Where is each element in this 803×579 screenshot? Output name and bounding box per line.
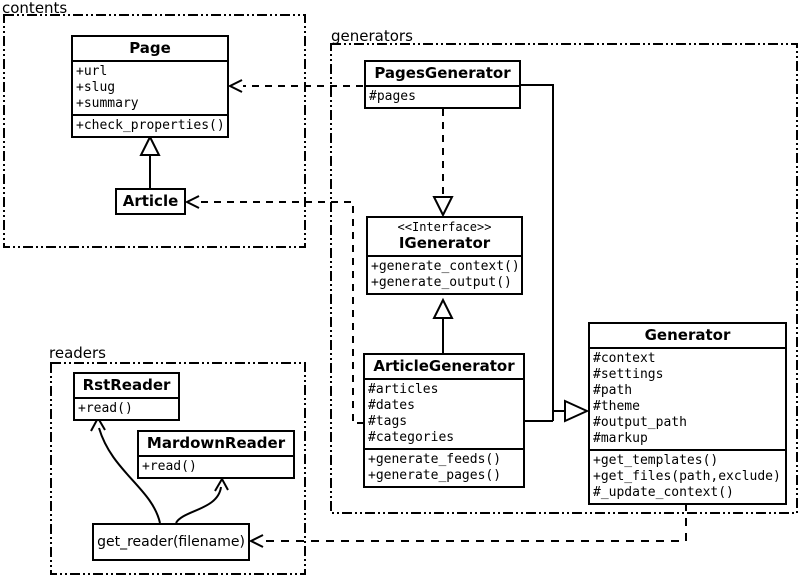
class-methods-igenerator: +generate_context() +generate_output(): [368, 255, 521, 293]
class-title-articlegenerator: ArticleGenerator: [373, 357, 515, 375]
class-member: #tags: [368, 414, 408, 429]
package-border-generators: [330, 43, 798, 514]
package-label-generators: generators: [331, 27, 413, 45]
get-reader-label: get_reader(filename): [97, 534, 245, 550]
class-methods-generator: +get_templates() +get_files(path,exclude…: [590, 449, 785, 503]
package-border-readers: [50, 362, 306, 575]
package-label-contents: contents: [2, 0, 68, 17]
class-box-igenerator: <<Interface>> IGenerator +generate_conte…: [366, 216, 523, 295]
class-attributes-pagesgenerator: #pages: [366, 85, 519, 107]
class-member: #dates: [368, 398, 415, 413]
inheritance-arrow-article-to-page: [139, 134, 161, 189]
class-member: #theme: [593, 399, 640, 414]
class-box-markdownreader: MardownReader +read(): [137, 430, 295, 479]
class-title-text: IGenerator: [398, 234, 491, 252]
class-member: #articles: [368, 382, 439, 397]
class-methods-rstreader: +read(): [75, 397, 178, 419]
class-member: #settings: [593, 367, 664, 382]
class-box-article: Article: [115, 188, 186, 215]
class-member: #pages: [369, 89, 416, 104]
class-member: +generate_pages(): [368, 468, 502, 483]
package-label-readers: readers: [49, 344, 106, 362]
get-reader-box: get_reader(filename): [92, 523, 250, 561]
class-member: #markup: [593, 431, 648, 446]
class-stereotype-interface: <<Interface>>: [397, 220, 492, 234]
class-title-page: Page: [129, 39, 171, 57]
inheritance-arrow-articlegenerator-to-igenerator: [432, 297, 454, 353]
class-member: +generate_context(): [371, 259, 520, 274]
class-box-rstreader: RstReader +read(): [73, 372, 180, 421]
class-member: +summary: [76, 96, 139, 111]
class-methods-articlegenerator: +generate_feeds() +generate_pages(): [365, 448, 523, 486]
class-member: +url: [76, 64, 108, 79]
class-member: +read(): [78, 401, 133, 416]
class-box-pagesgenerator: PagesGenerator #pages: [364, 60, 521, 109]
class-member: +check_properties(): [76, 118, 225, 133]
class-attributes-page: +url +slug +summary: [73, 60, 227, 114]
dependency-arrow-articlegenerator-to-article: [184, 195, 364, 424]
dependency-arrow-generator-to-getreader: [248, 503, 687, 548]
class-box-articlegenerator: ArticleGenerator #articles #dates #tags …: [363, 353, 525, 488]
class-member: +get_files(path,exclude): [593, 469, 781, 484]
class-member: #_update_context(): [593, 485, 734, 500]
arrow-getreader-to-markdownreader: [175, 476, 229, 524]
class-title-igenerator: <<Interface>> IGenerator: [368, 218, 521, 255]
class-box-page: Page +url +slug +summary +check_properti…: [71, 35, 229, 138]
class-member: #output_path: [593, 415, 687, 430]
class-box-generator: Generator #context #settings #path #them…: [588, 322, 787, 505]
class-member: +generate_output(): [371, 275, 512, 290]
package-border-contents: [3, 14, 306, 248]
class-title-rstreader: RstReader: [82, 376, 171, 394]
class-member: +get_templates(): [593, 453, 719, 468]
class-methods-page: +check_properties(): [73, 114, 227, 136]
class-member: +read(): [142, 459, 197, 474]
class-member: +slug: [76, 80, 116, 95]
class-member: #categories: [368, 430, 455, 445]
class-title-generator: Generator: [644, 326, 731, 344]
class-title-markdownreader: MardownReader: [146, 434, 286, 452]
class-member: #path: [593, 383, 633, 398]
class-member: #context: [593, 351, 656, 366]
class-title-article: Article: [122, 192, 179, 210]
dependency-arrow-pagesgenerator-to-page: [227, 79, 363, 93]
class-attributes-generator: #context #settings #path #theme #output_…: [590, 347, 785, 449]
class-member: +generate_feeds(): [368, 452, 502, 467]
class-methods-markdownreader: +read(): [139, 455, 293, 477]
class-title-pagesgenerator: PagesGenerator: [374, 64, 511, 82]
realization-arrow-pagesgenerator-to-igenerator: [432, 109, 454, 218]
inheritance-arrow-generators-to-generator: [521, 84, 590, 423]
class-attributes-articlegenerator: #articles #dates #tags #categories: [365, 378, 523, 448]
